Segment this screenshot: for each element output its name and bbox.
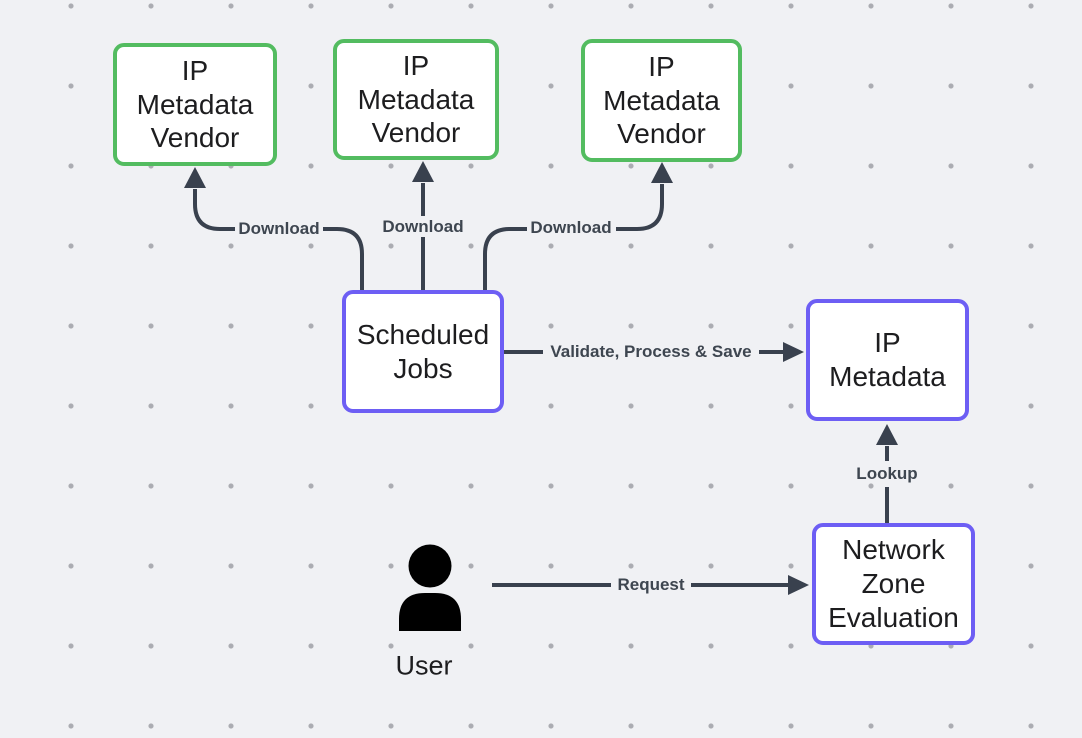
- arrowhead-up-icon: [412, 161, 434, 182]
- arrowhead-up-icon: [651, 162, 673, 183]
- user-label: User: [395, 650, 453, 681]
- edge-label-request: Request: [617, 575, 685, 594]
- edge-download-middle: [412, 161, 434, 290]
- arrowhead-up-icon: [184, 167, 206, 188]
- edge-label-lookup: Lookup: [856, 464, 918, 483]
- node-scheduled-jobs: Scheduled Jobs: [342, 290, 504, 413]
- edge-label-download-right: Download: [530, 218, 612, 237]
- edge-download-right-segment: [616, 184, 664, 231]
- arrowhead-up-icon: [876, 424, 898, 445]
- arrowhead-right-icon: [783, 342, 804, 362]
- node-scheduled-jobs-label: Scheduled Jobs: [356, 318, 490, 384]
- node-ip-metadata-vendor-3-label: IP Metadata Vendor: [603, 50, 720, 150]
- user-icon-body: [399, 593, 461, 631]
- arrowhead-right-icon: [788, 575, 809, 595]
- node-ip-metadata-vendor-3: IP Metadata Vendor: [581, 39, 742, 162]
- user-icon-head: [408, 544, 452, 588]
- node-ip-metadata-vendor-2-label: IP Metadata Vendor: [357, 49, 475, 149]
- node-ip-metadata-vendor-2: IP Metadata Vendor: [333, 39, 499, 160]
- edge-label-download-middle: Download: [382, 217, 464, 236]
- node-ip-metadata-vendor-1-label: IP Metadata Vendor: [136, 54, 254, 154]
- edge-download-left-segment: [193, 189, 235, 231]
- user-icon: [399, 544, 461, 631]
- node-network-zone-evaluation: Network Zone Evaluation: [812, 523, 975, 645]
- edge-lookup: [876, 424, 898, 523]
- edge-download-left: [184, 167, 364, 290]
- edge-validate-process-save: [504, 342, 804, 362]
- edge-label-download-left: Download: [238, 219, 320, 238]
- node-network-zone-evaluation-label: Network Zone Evaluation: [828, 534, 959, 633]
- edge-download-right-segment: [483, 227, 527, 290]
- edge-download-right: [483, 162, 673, 290]
- node-ip-metadata: IP Metadata: [806, 299, 969, 421]
- node-ip-metadata-label: IP Metadata: [829, 327, 946, 392]
- edge-download-left-segment: [323, 227, 364, 290]
- edge-label-validate-process-save: Validate, Process & Save: [550, 342, 752, 361]
- edge-request: [492, 575, 809, 595]
- node-ip-metadata-vendor-1: IP Metadata Vendor: [113, 43, 277, 166]
